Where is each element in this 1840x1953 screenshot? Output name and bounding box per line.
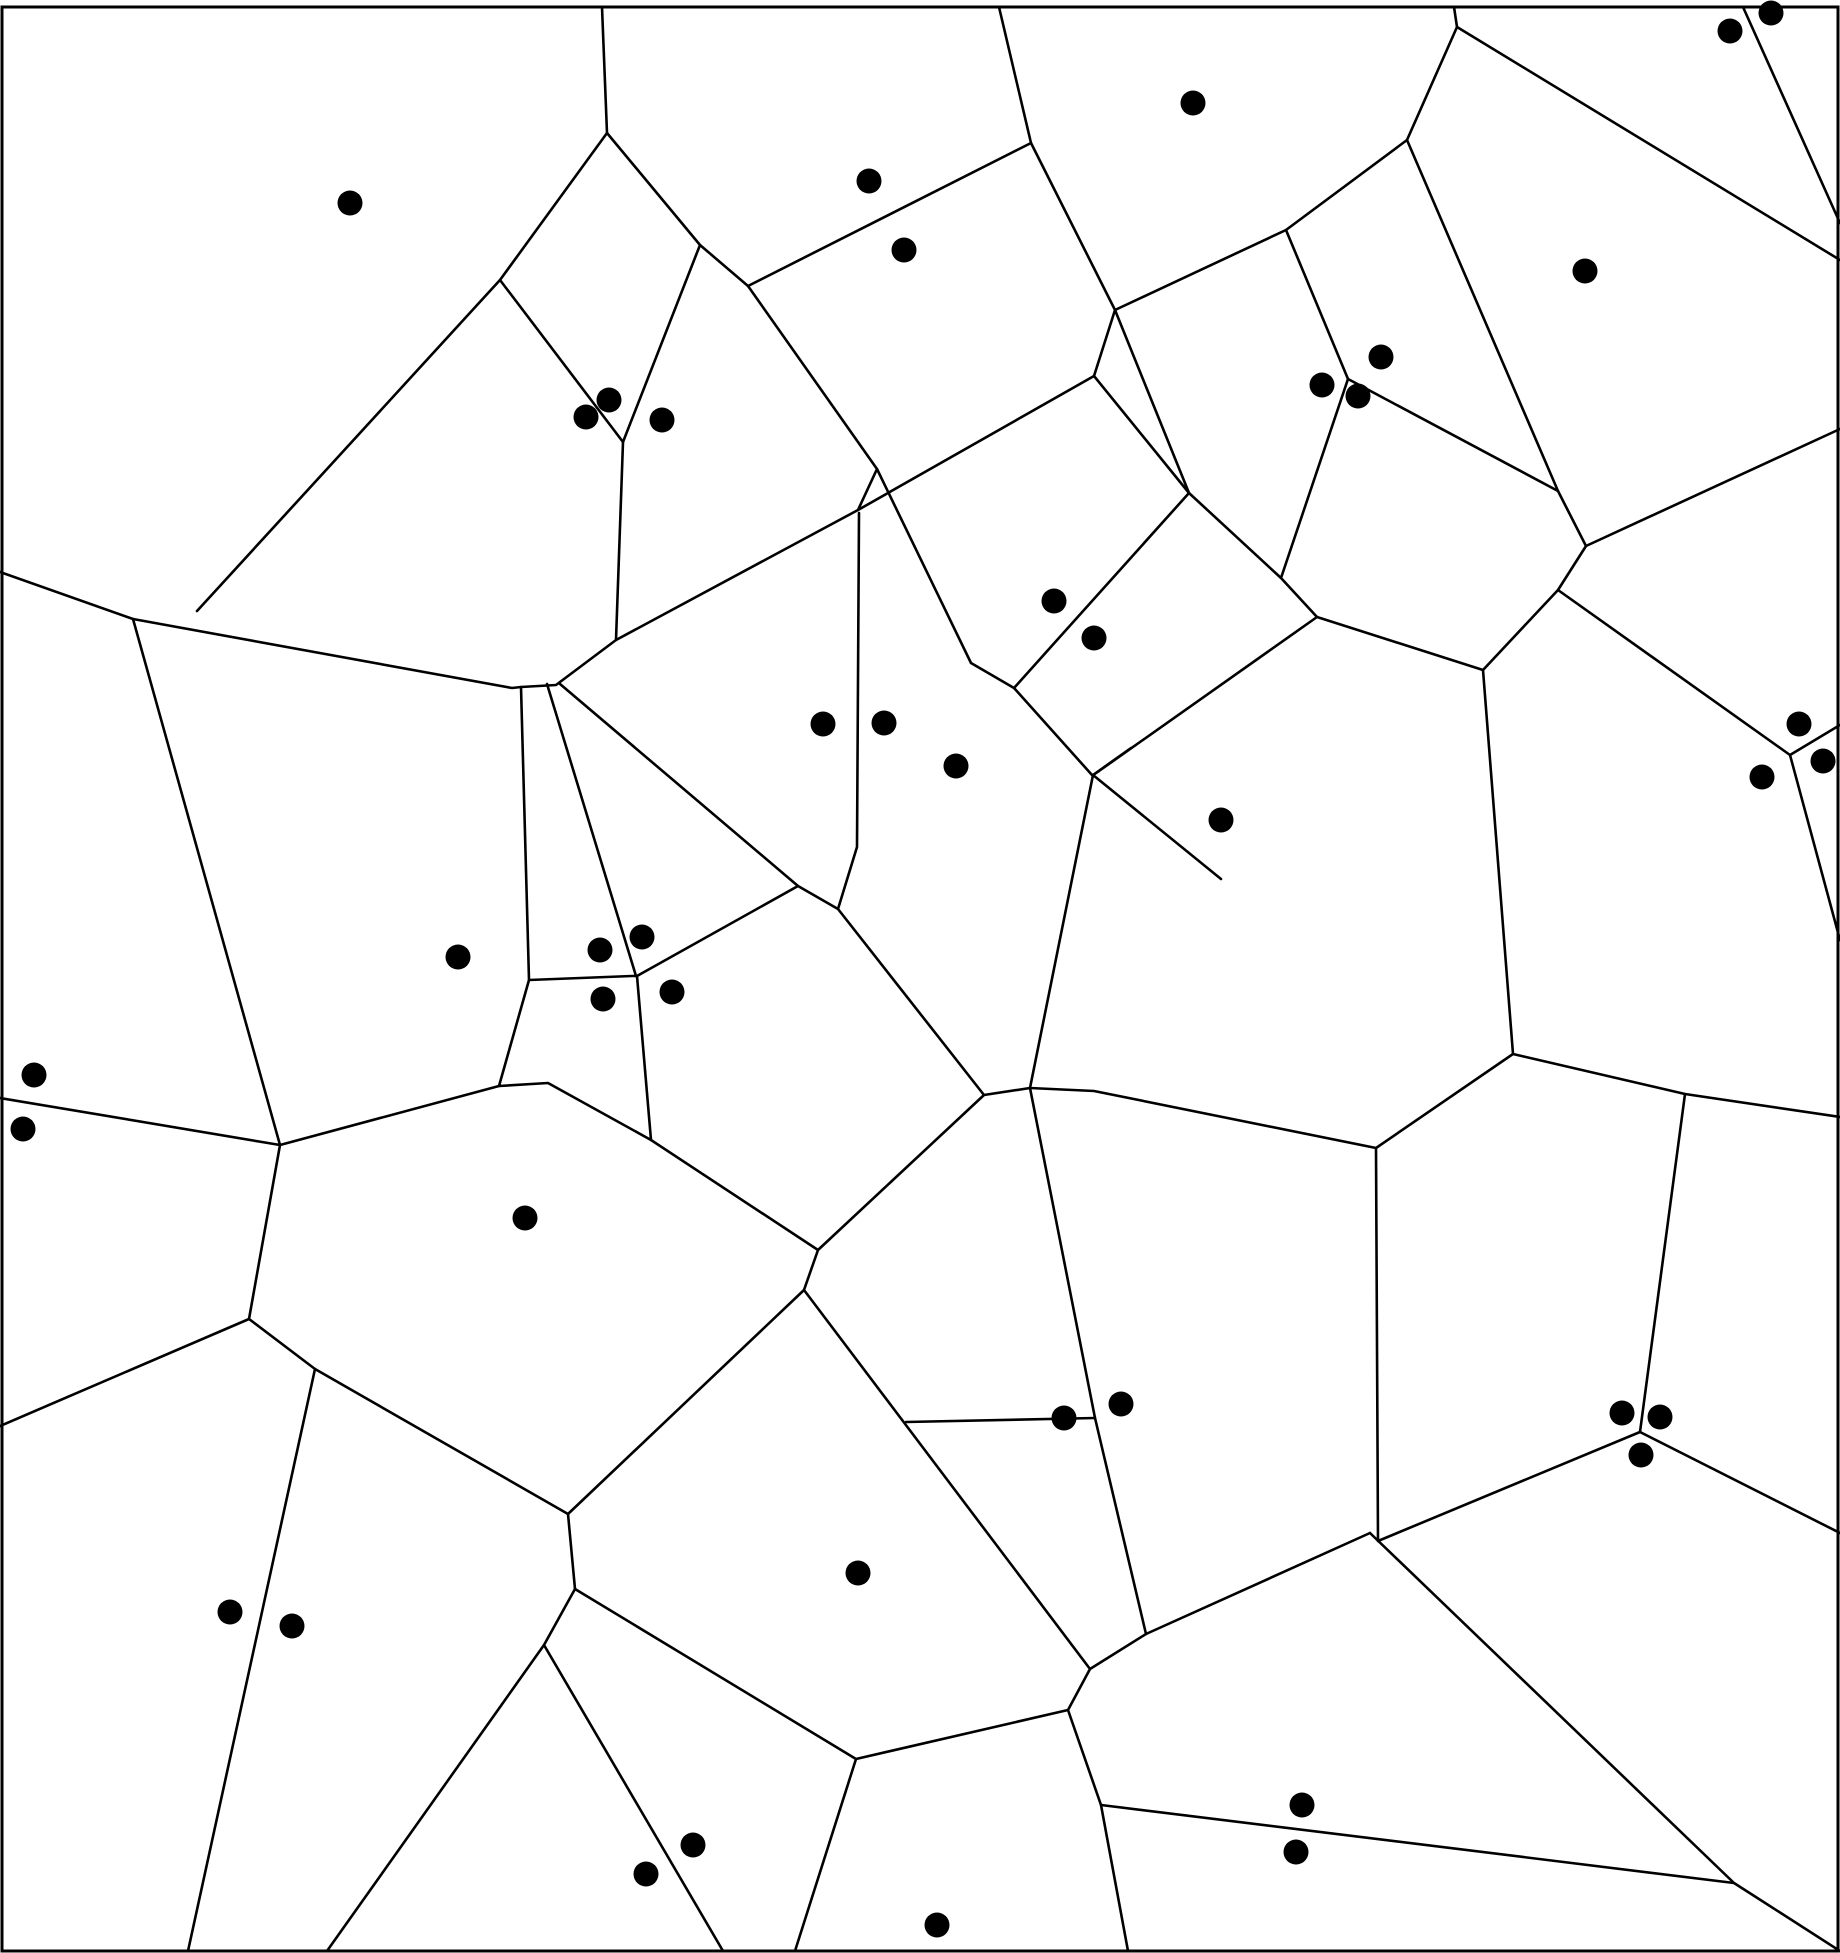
- site-point: [1309, 372, 1335, 398]
- voronoi-edge: [1028, 773, 1515, 1150]
- site-point: [845, 1560, 871, 1586]
- site-point: [1368, 344, 1394, 370]
- voronoi-edge: [1066, 1531, 1372, 1953]
- site-point: [590, 986, 616, 1012]
- site-point: [649, 407, 675, 433]
- site-point: [587, 937, 613, 963]
- voronoi-edge: [793, 1757, 858, 1953]
- voronoi-edge: [1091, 374, 1319, 881]
- voronoi-edge: [1099, 1803, 1736, 1885]
- site-point: [680, 1832, 706, 1858]
- voronoi-edge: [1556, 489, 1588, 548]
- site-point: [1810, 748, 1836, 774]
- voronoi-edge: [1481, 668, 1840, 1119]
- voronoi-edge: [566, 1288, 806, 1516]
- voronoi-edge: [545, 682, 638, 978]
- site-point: [1572, 258, 1598, 284]
- site-point: [633, 1861, 659, 1887]
- site-point: [1749, 764, 1775, 790]
- voronoi-edge: [498, 278, 625, 444]
- site-point: [1758, 0, 1784, 26]
- site-point: [1081, 625, 1107, 651]
- site-point: [871, 710, 897, 736]
- site-point: [21, 1062, 47, 1088]
- site-point: [1609, 1400, 1635, 1426]
- voronoi-edge: [1279, 5, 1459, 580]
- site-point: [573, 404, 599, 430]
- site-point: [1647, 1404, 1673, 1430]
- site-point: [924, 1912, 950, 1938]
- site-point: [1289, 1792, 1315, 1818]
- site-point: [596, 387, 622, 413]
- site-point: [1041, 588, 1067, 614]
- site-point: [279, 1613, 305, 1639]
- voronoi-edge: [1455, 25, 1840, 262]
- site-point: [217, 1599, 243, 1625]
- voronoi-edge: [497, 884, 840, 1142]
- site-point: [1208, 807, 1234, 833]
- voronoi-edge: [195, 5, 609, 613]
- site-point: [1345, 383, 1371, 409]
- diagram-border: [0, 5, 1840, 1953]
- site-point: [629, 924, 655, 950]
- site-point: [1786, 711, 1812, 737]
- site-point: [445, 944, 471, 970]
- voronoi-edge: [856, 141, 1117, 512]
- voronoi-edge: [558, 682, 800, 888]
- voronoi-edge: [1788, 753, 1840, 942]
- site-point: [1717, 18, 1743, 44]
- voronoi-edges: [0, 5, 1840, 1953]
- voronoi-edge: [0, 131, 702, 690]
- site-point: [1180, 90, 1206, 116]
- site-point: [659, 979, 685, 1005]
- site-point: [891, 237, 917, 263]
- site-point: [1283, 1839, 1309, 1865]
- site-point: [1628, 1442, 1654, 1468]
- site-point: [337, 190, 363, 216]
- voronoi-edge: [519, 685, 531, 982]
- voronoi-edge: [186, 1367, 317, 1953]
- voronoi-edge: [836, 511, 986, 1097]
- site-point: [943, 753, 969, 779]
- site-point: [1108, 1391, 1134, 1417]
- voronoi-edge: [1741, 5, 1840, 225]
- site-point: [810, 711, 836, 737]
- voronoi-edge: [0, 1096, 282, 1147]
- voronoi-edge: [1012, 686, 1094, 777]
- site-point: [1051, 1405, 1077, 1431]
- voronoi-edge: [649, 1138, 820, 1252]
- voronoi-edge: [1113, 228, 1288, 312]
- voronoi-edge: [542, 1643, 725, 1953]
- site-point: [10, 1116, 36, 1142]
- site-point: [856, 168, 882, 194]
- voronoi-edge: [247, 1317, 577, 1953]
- site-point: [512, 1205, 538, 1231]
